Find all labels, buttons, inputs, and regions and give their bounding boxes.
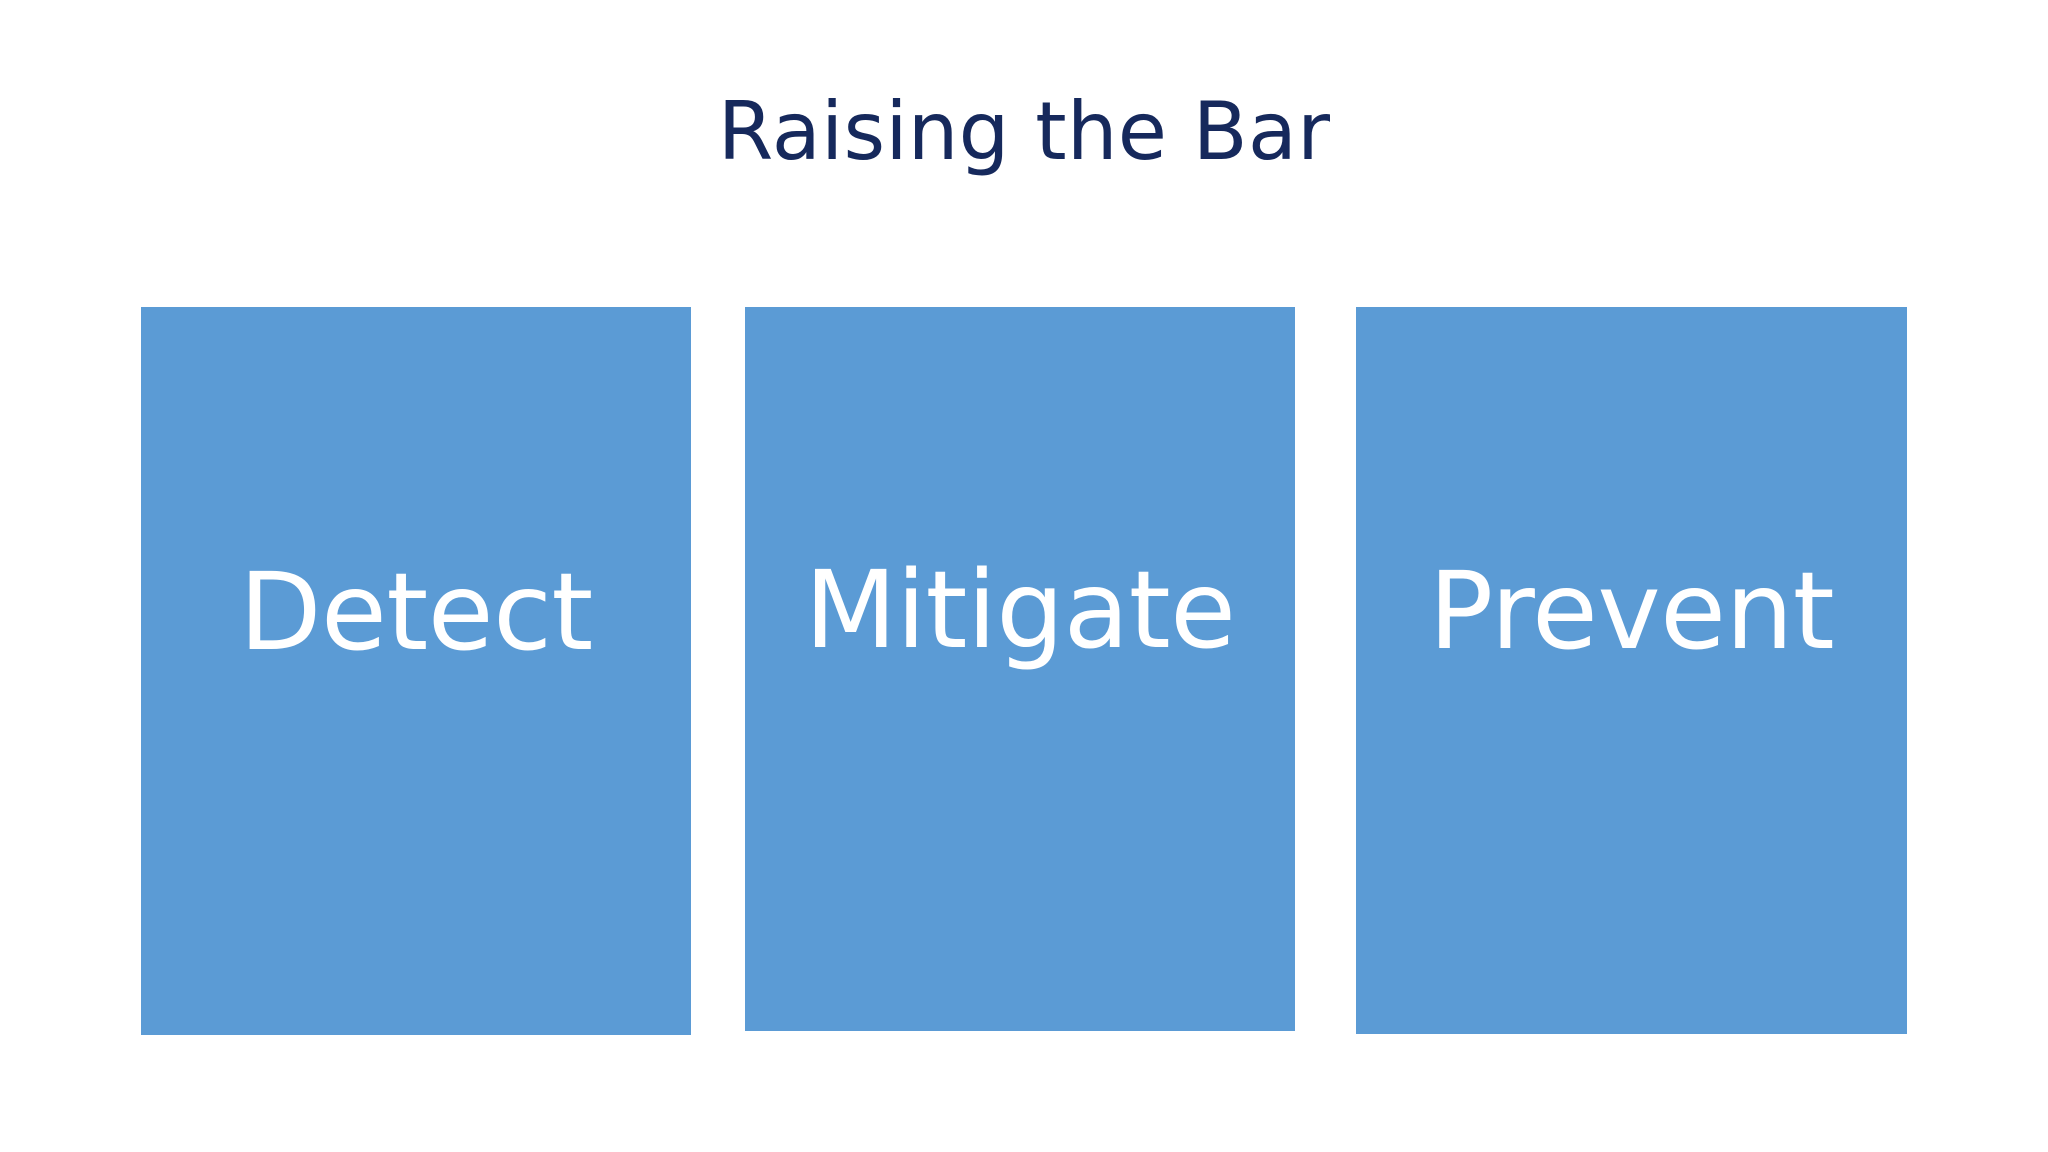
concept-box-label: Detect bbox=[239, 550, 593, 675]
concept-box-label: Prevent bbox=[1428, 550, 1835, 675]
concept-box-prevent[interactable]: Prevent bbox=[1356, 307, 1907, 1034]
page-title: Raising the Bar bbox=[717, 85, 1331, 178]
concept-box-detect[interactable]: Detect bbox=[141, 307, 691, 1035]
concept-boxes-row: Detect Mitigate Prevent bbox=[0, 307, 2048, 1037]
concept-box-mitigate[interactable]: Mitigate bbox=[745, 307, 1295, 1031]
concept-box-label: Mitigate bbox=[804, 548, 1236, 673]
